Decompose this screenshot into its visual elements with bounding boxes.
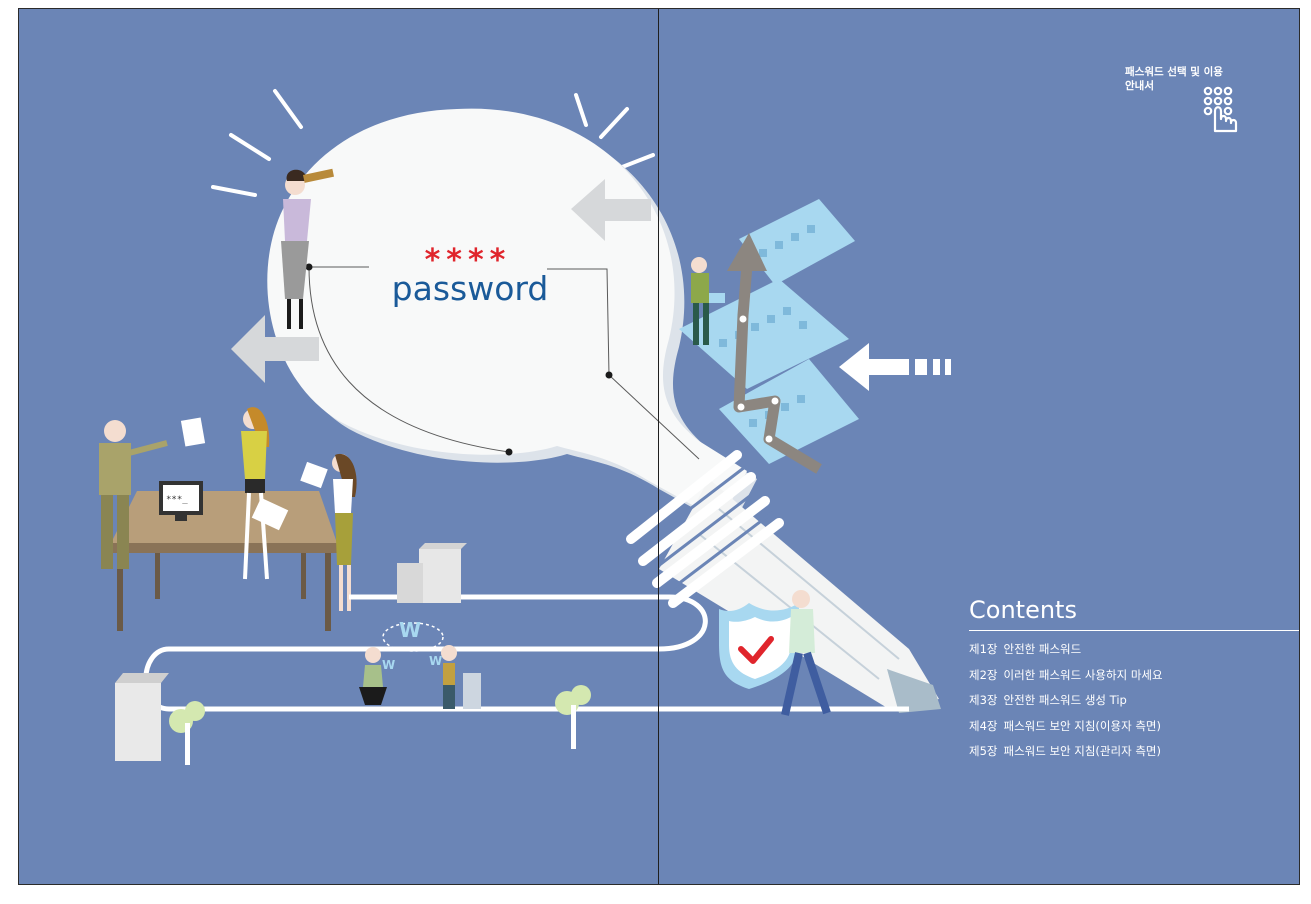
man-in-suit <box>99 420 168 569</box>
tree-icon <box>169 685 591 765</box>
people-chatting <box>359 622 457 709</box>
table-of-contents: Contents 제1장 안전한 패스워드 제2장 이러한 패스워드 사용하지 마세… <box>969 595 1299 769</box>
toc-label: 이러한 패스워드 사용하지 마세요 <box>1003 667 1163 682</box>
brochure-title-line1: 패스워드 선택 및 이용 <box>1125 66 1223 78</box>
building-icon <box>679 199 859 464</box>
man-with-laptop <box>691 257 725 345</box>
password-word: password <box>391 269 549 308</box>
woman-yellow <box>241 407 270 580</box>
contents-title: Contents <box>969 595 1299 631</box>
toc-label: 안전한 패스워드 <box>1003 642 1082 656</box>
light-rays <box>211 89 655 197</box>
toc-chapter: 제2장 <box>969 667 998 682</box>
password-keypad-icon <box>1203 86 1238 133</box>
brochure-title-line2: 안내서 <box>1125 80 1154 92</box>
bubble-letter-w: W <box>399 618 421 642</box>
dashed-arrow-icon <box>839 343 951 391</box>
bubble-letter-w: W <box>382 658 395 672</box>
paper-sheets <box>180 417 328 531</box>
brochure-title: 패스워드 선택 및 이용 안내서 <box>1125 65 1223 93</box>
growth-arrow <box>733 264 822 474</box>
toc-item[interactable]: 제5장 패스워드 보안 지침(관리자 측면) <box>969 743 1299 760</box>
toc-chapter: 제1장 <box>969 642 998 656</box>
desk <box>111 481 337 631</box>
monitor-text: ***_ <box>166 495 188 505</box>
toc-chapter: 제3장 <box>969 693 998 707</box>
toc-chapter: 제5장 <box>969 744 998 758</box>
toc-item[interactable]: 제4장 패스워드 보안 지침(이용자 측면) <box>969 718 1299 735</box>
woman-papers <box>332 453 357 611</box>
toc-item[interactable]: 제2장 이러한 패스워드 사용하지 마세요 <box>969 667 1299 684</box>
woman-with-telescope <box>281 168 335 329</box>
toc-label: 안전한 패스워드 생성 Tip <box>1003 693 1127 707</box>
toc-item[interactable]: 제3장 안전한 패스워드 생성 Tip <box>969 692 1299 709</box>
arrow-left-icon <box>231 179 651 383</box>
toc-label: 패스워드 보안 지침(이용자 측면) <box>1003 718 1161 733</box>
toc-label: 패스워드 보안 지침(관리자 측면) <box>1003 744 1161 758</box>
page-fold <box>658 9 659 884</box>
brochure-spread: ***_ <box>18 8 1300 885</box>
bubble-letter-w: W <box>429 654 442 668</box>
walking-man <box>781 590 831 716</box>
building-icon <box>115 543 481 761</box>
password-stars: **** <box>424 243 512 278</box>
connector-lines <box>308 266 700 460</box>
bulb-base-gaps <box>634 465 774 596</box>
toc-chapter: 제4장 <box>969 718 998 733</box>
bulb-base <box>626 450 784 608</box>
cover-illustration: ***_ <box>99 89 951 765</box>
shield-check-icon <box>719 603 799 689</box>
toc-item[interactable]: 제1장 안전한 패스워드 <box>969 641 1299 658</box>
